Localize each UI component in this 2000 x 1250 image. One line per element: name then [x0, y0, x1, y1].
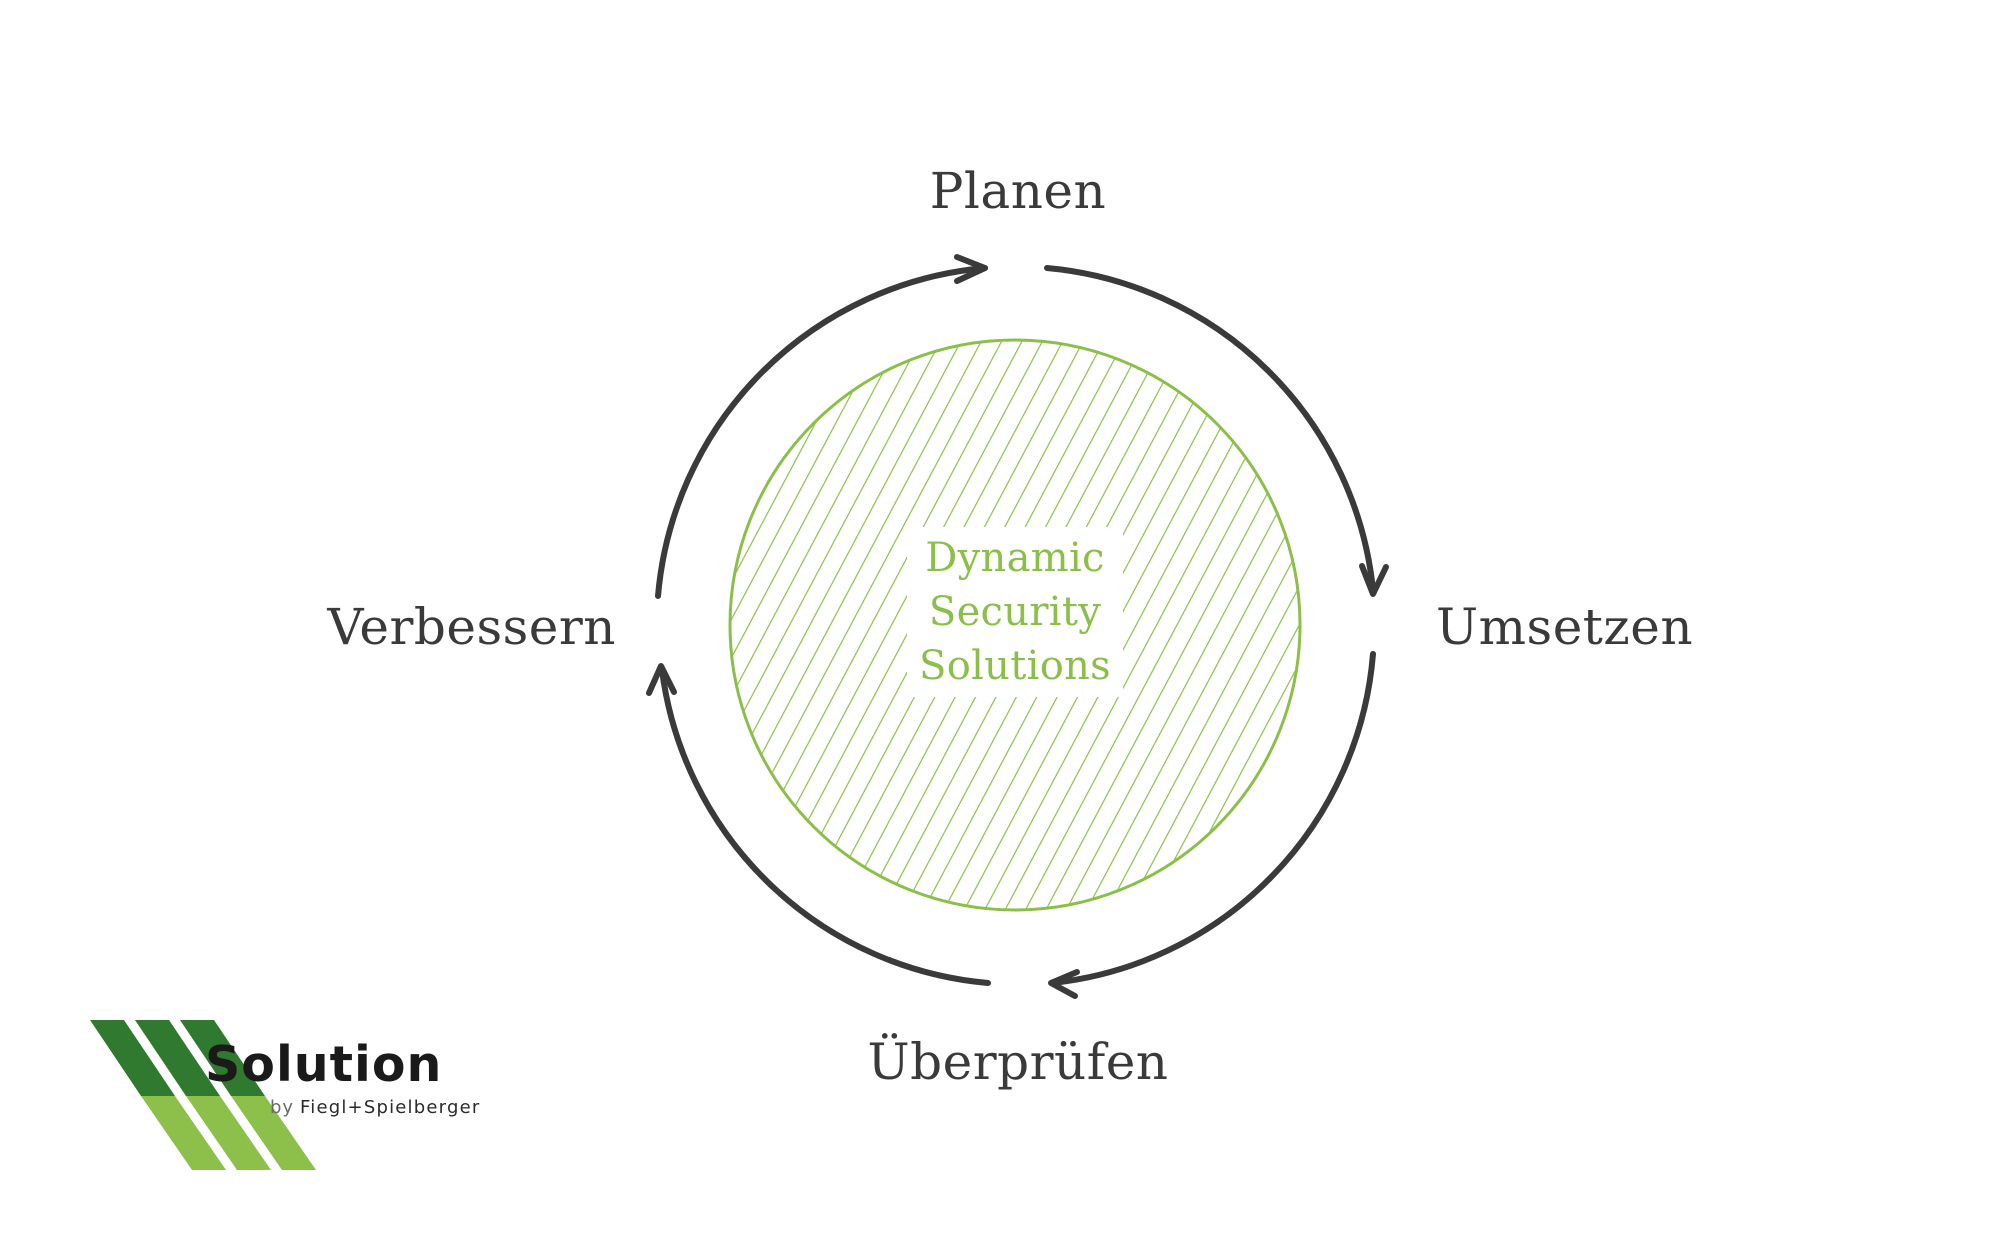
logo-by-text: by — [270, 1097, 294, 1118]
center-label-backdrop — [907, 527, 1123, 697]
arrow-do-to-check — [1048, 651, 1376, 999]
arrow-plan-to-do — [1044, 265, 1389, 597]
solution-logo: Solution by Fiegl+Spielberger — [90, 1020, 480, 1170]
center-label-line2: Security — [929, 589, 1101, 635]
logo-wordmark: Solution — [205, 1036, 442, 1093]
center-label-line1: Dynamic — [925, 535, 1105, 581]
arrow-check-to-act — [646, 663, 991, 986]
logo-brand-name: Fiegl+Spielberger — [300, 1097, 480, 1118]
step-label-right: Umsetzen — [1436, 598, 1693, 656]
step-label-top: Planen — [930, 162, 1106, 220]
center-label-line3: Solutions — [919, 643, 1111, 689]
center-circle — [728, 338, 1302, 912]
arrow-act-to-plan — [655, 254, 988, 599]
step-label-bottom: Überprüfen — [867, 1032, 1168, 1091]
step-label-left: Verbessern — [326, 598, 616, 656]
logo-stripes-mark — [90, 1020, 316, 1170]
